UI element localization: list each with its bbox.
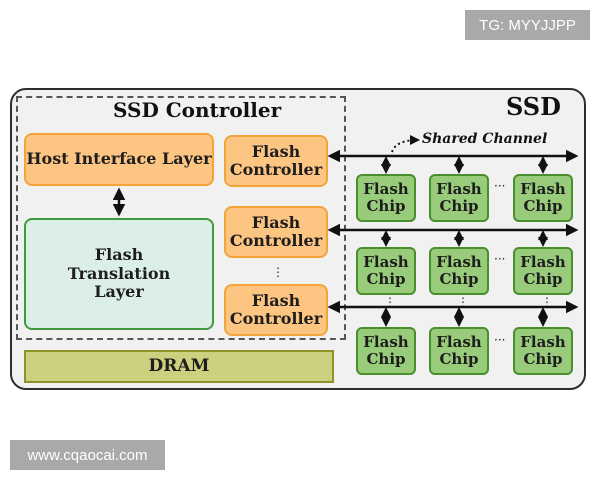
chip-line-1: Flash — [436, 179, 482, 198]
chip-line-2: Chip — [439, 350, 479, 368]
flash-controller-3-line-1: Flash — [251, 290, 301, 310]
chip-line-1: Flash — [363, 252, 409, 271]
chip-row-2-ellipsis: ··· — [494, 252, 506, 266]
host-interface-layer-label: Host Interface Layer — [26, 149, 212, 169]
chip-row-3-ellipsis: ··· — [494, 333, 506, 347]
ftl-label-line-3: Layer — [94, 282, 144, 302]
ftl-label-line-2: Translation — [67, 263, 171, 283]
chip-col-1-ellipsis: ⋮ — [384, 295, 396, 309]
flash-controller-1: Flash Controller — [224, 135, 328, 187]
chip-line-1: Flash — [520, 252, 566, 271]
chip-line-2: Chip — [439, 270, 479, 288]
chip-line-1: Flash — [436, 252, 482, 271]
host-interface-layer: Host Interface Layer — [24, 133, 214, 186]
flash-controller-2-line-1: Flash — [251, 212, 301, 232]
chip-line-1: Flash — [363, 332, 409, 351]
flash-controller-3-line-2: Controller — [229, 309, 323, 328]
controller-vertical-ellipsis: ⋮ — [272, 265, 284, 279]
chip-line-2: Chip — [366, 197, 406, 215]
flash-controller-2-line-2: Controller — [229, 231, 323, 250]
shared-channel-label: Shared Channel — [422, 131, 548, 147]
flash-controller-1-line-1: Flash — [251, 141, 301, 161]
chip-line-1: Flash — [520, 179, 566, 198]
chip-line-1: Flash — [363, 179, 409, 198]
watermark-bottom: www.cqaocai.com — [10, 440, 165, 470]
flash-controller-1-line-2: Controller — [229, 160, 323, 179]
chip-line-2: Chip — [523, 197, 563, 215]
dram-label: DRAM — [148, 355, 210, 376]
chip-line-2: Chip — [523, 270, 563, 288]
ssd-title: SSD — [506, 92, 561, 121]
ssd-controller-title: SSD Controller — [113, 98, 282, 122]
chip-row-1-ellipsis: ··· — [494, 179, 506, 193]
ssd-controller-region — [16, 96, 346, 340]
watermark-top: TG: MYYJJPP — [465, 10, 590, 40]
chip-line-1: Flash — [436, 332, 482, 351]
chip-line-2: Chip — [366, 350, 406, 368]
chip-line-2: Chip — [366, 270, 406, 288]
chip-col-2-ellipsis: ⋮ — [457, 295, 469, 309]
flash-controller-3: Flash Controller — [224, 284, 328, 336]
flash-translation-layer: Flash Translation Layer — [24, 218, 214, 330]
ftl-label-line-1: Flash — [94, 245, 144, 265]
chip-line-2: Chip — [439, 197, 479, 215]
chip-line-1: Flash — [520, 332, 566, 351]
chip-col-3-ellipsis: ⋮ — [541, 295, 553, 309]
flash-controller-2: Flash Controller — [224, 206, 328, 258]
chip-line-2: Chip — [523, 350, 563, 368]
dram: DRAM — [24, 350, 334, 383]
